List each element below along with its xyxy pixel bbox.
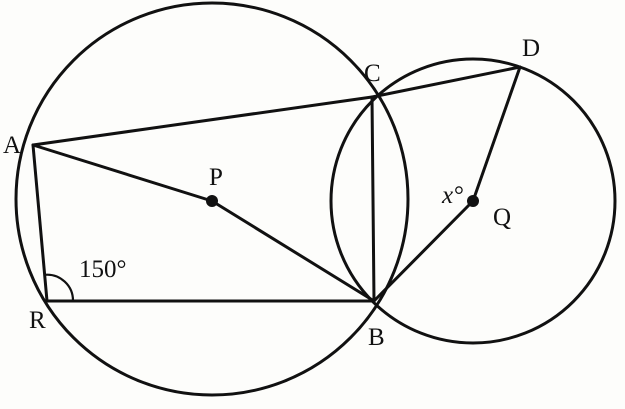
center-dot-q <box>467 195 479 207</box>
circle-q <box>329 57 617 345</box>
segment-cb <box>370 95 376 303</box>
label-point-a: A <box>3 132 21 159</box>
segment-ac <box>31 95 374 147</box>
label-point-c: C <box>364 60 381 87</box>
label-point-r: R <box>29 307 46 334</box>
label-point-d: D <box>522 35 540 62</box>
segment-ar <box>31 143 49 303</box>
label-point-p: P <box>209 164 223 191</box>
segment-cd <box>370 65 522 99</box>
segment-qd <box>471 65 522 203</box>
label-angle-r: 150° <box>79 256 127 283</box>
circle-p <box>14 1 410 397</box>
center-dot-p <box>206 195 218 207</box>
segment-bq <box>372 199 475 303</box>
label-point-b: B <box>368 324 385 351</box>
segment-ap <box>31 143 214 203</box>
angle-arc-r <box>44 273 75 302</box>
segment-pb <box>210 199 376 303</box>
label-point-q: Q <box>493 204 511 231</box>
label-angle-q: x° <box>441 182 463 209</box>
